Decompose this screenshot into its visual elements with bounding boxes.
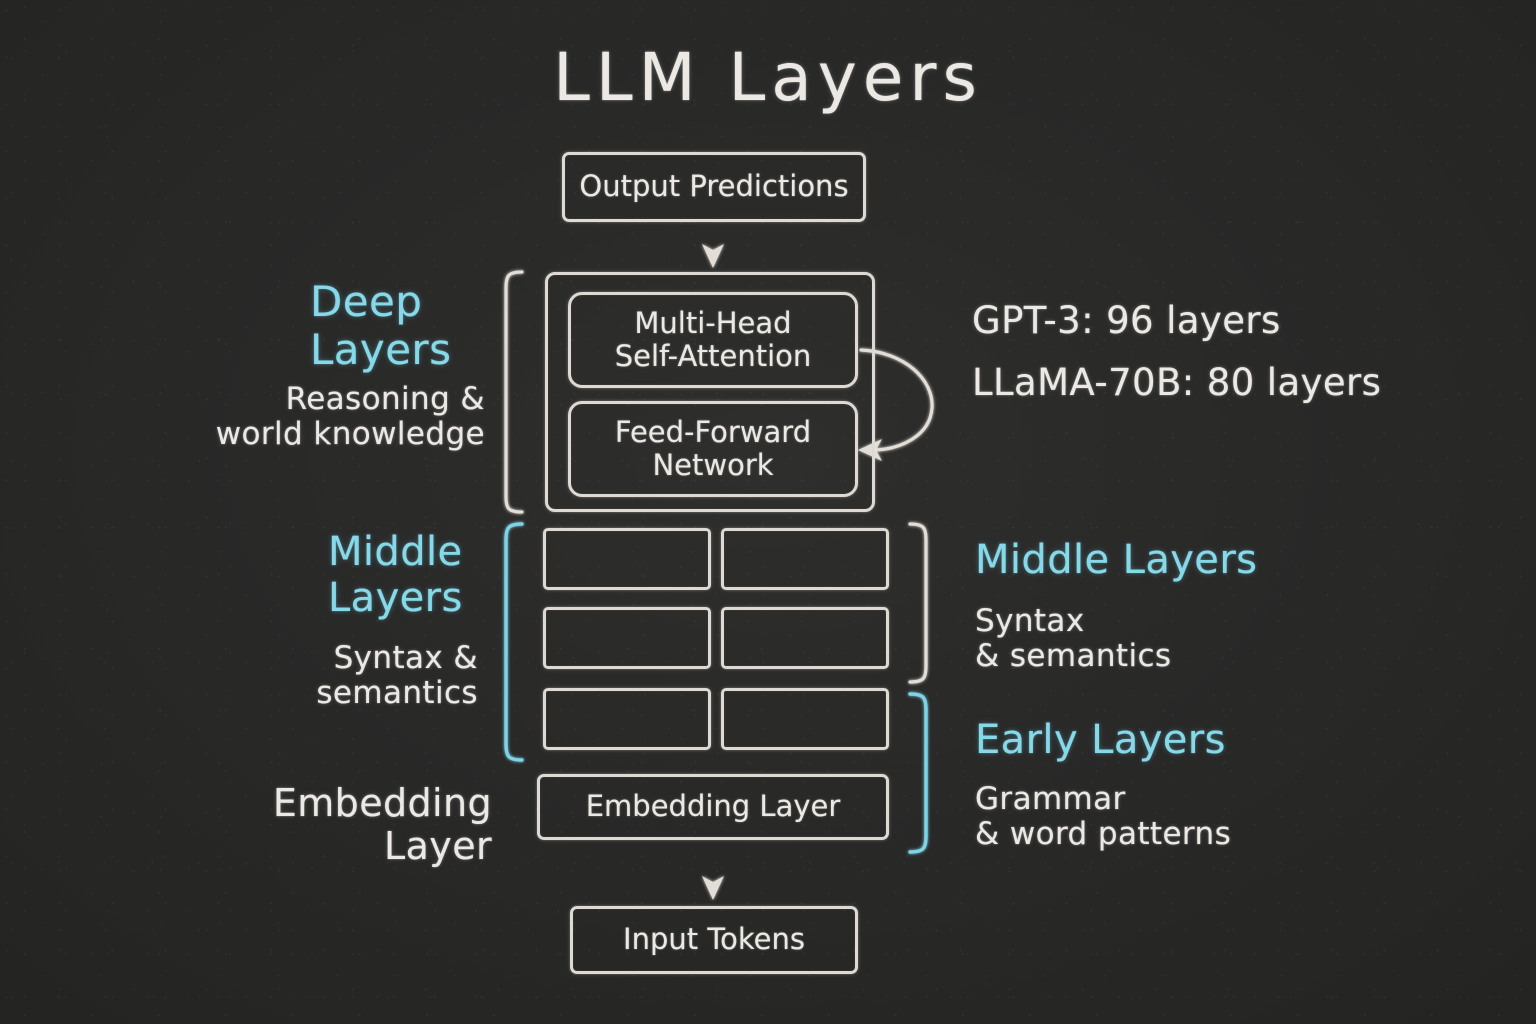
right-label-early-description: Grammar & word patterns bbox=[975, 781, 1232, 853]
input-tokens-label: Input Tokens bbox=[623, 922, 805, 957]
feed-forward-network-box[interactable]: Feed-Forward Network bbox=[568, 401, 858, 497]
right-label-middle-description: Syntax & semantics bbox=[975, 603, 1172, 675]
middle-layer-cell[interactable] bbox=[543, 528, 711, 590]
arrow-embedding-to-input bbox=[702, 838, 724, 900]
left-label-middle-heading: Middle Layers bbox=[328, 529, 463, 621]
left-label-deep-heading: Deep Layers bbox=[310, 277, 452, 374]
early-layer-cell[interactable] bbox=[721, 688, 889, 750]
middle-layer-cell[interactable] bbox=[721, 607, 889, 669]
embedding-layer-label: Embedding Layer bbox=[585, 789, 841, 824]
right-label-llama-layers: LLaMA-70B: 80 layers bbox=[972, 361, 1382, 404]
left-label-embedding-heading: Embedding Layer bbox=[272, 781, 492, 869]
multi-head-self-attention-box[interactable]: Multi-Head Self-Attention bbox=[568, 292, 858, 388]
deep-layers-block: Multi-Head Self-Attention Feed-Forward N… bbox=[545, 272, 875, 512]
embedding-layer-box[interactable]: Embedding Layer bbox=[537, 774, 889, 840]
output-predictions-label: Output Predictions bbox=[579, 169, 849, 204]
middle-layer-cell[interactable] bbox=[543, 607, 711, 669]
right-label-early-heading: Early Layers bbox=[975, 717, 1226, 763]
middle-layer-cell[interactable] bbox=[721, 528, 889, 590]
brace-right-middle bbox=[908, 522, 960, 684]
early-layer-cell[interactable] bbox=[543, 688, 711, 750]
output-predictions-box[interactable]: Output Predictions bbox=[562, 152, 866, 222]
page-title: LLM Layers bbox=[553, 39, 983, 116]
right-label-gpt3-layers: GPT-3: 96 layers bbox=[972, 299, 1281, 342]
arrow-output-to-stack bbox=[702, 220, 724, 268]
right-label-middle-heading: Middle Layers bbox=[975, 537, 1258, 583]
input-tokens-box[interactable]: Input Tokens bbox=[570, 906, 858, 974]
left-label-deep-description: Reasoning & world knowledge bbox=[215, 381, 485, 453]
attention-label: Multi-Head Self-Attention bbox=[614, 305, 812, 373]
brace-right-early bbox=[908, 692, 960, 854]
ffn-label: Feed-Forward Network bbox=[614, 414, 812, 482]
left-label-middle-description: Syntax & semantics bbox=[316, 640, 478, 712]
